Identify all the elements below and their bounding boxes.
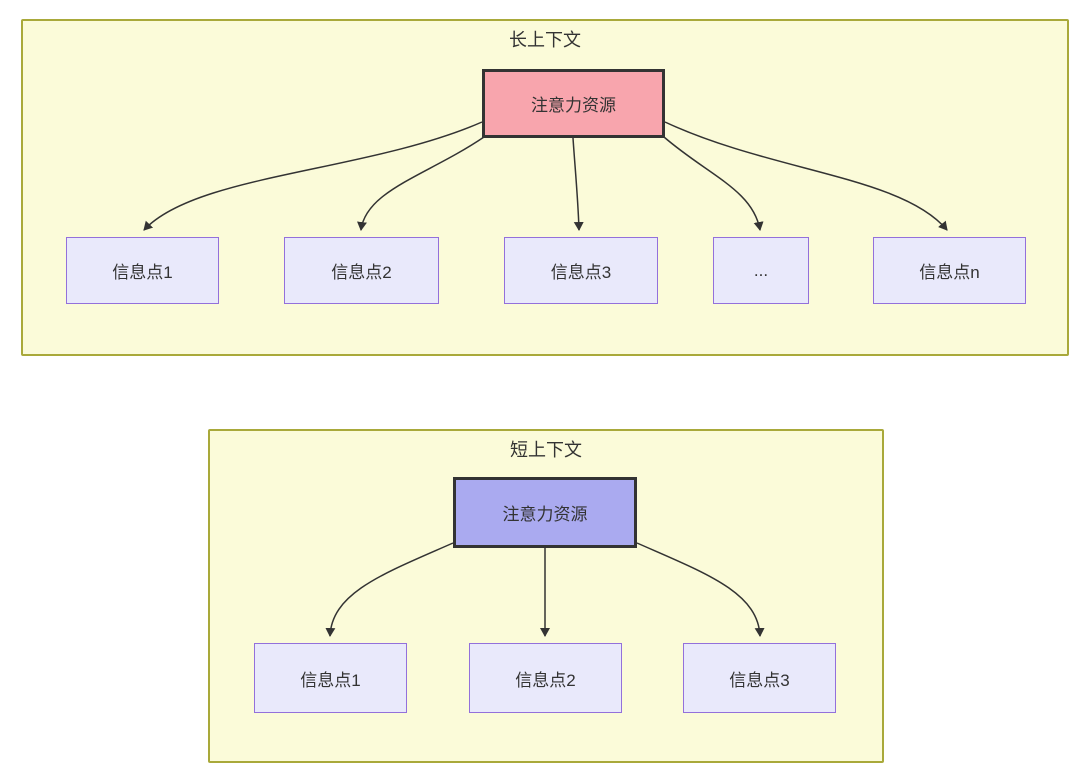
long-info-point-3: 信息点3 <box>504 237 658 304</box>
attention-resource-label-short: 注意力资源 <box>502 505 588 524</box>
short-info-point-1: 信息点1 <box>254 643 407 713</box>
short-info-point-2: 信息点2 <box>469 643 622 713</box>
long-info-point-n-label: 信息点n <box>919 263 980 282</box>
short-info-point-2-label: 信息点2 <box>515 670 576 690</box>
long-info-point-1-label: 信息点1 <box>112 263 173 282</box>
long-info-point-n: 信息点n <box>873 237 1026 304</box>
short-info-point-3: 信息点3 <box>683 643 836 713</box>
attention-resource-label-long: 注意力资源 <box>531 96 616 115</box>
long-info-point-ellipsis: ... <box>713 237 809 304</box>
long-info-point-2-label: 信息点2 <box>331 263 392 282</box>
long-info-point-ellipsis-label: ... <box>753 260 769 280</box>
long-info-point-2: 信息点2 <box>284 237 439 304</box>
short-info-point-1-label: 信息点1 <box>300 670 361 690</box>
long-info-point-1: 信息点1 <box>66 237 219 304</box>
short-info-point-3-label: 信息点3 <box>729 670 790 690</box>
attention-resource-node-short: 注意力资源 <box>453 477 637 548</box>
long-info-point-3-label: 信息点3 <box>550 263 612 282</box>
long-context-title: 长上下文 <box>509 30 581 50</box>
attention-resource-node-long: 注意力资源 <box>482 69 665 138</box>
short-context-title: 短上下文 <box>510 440 582 460</box>
